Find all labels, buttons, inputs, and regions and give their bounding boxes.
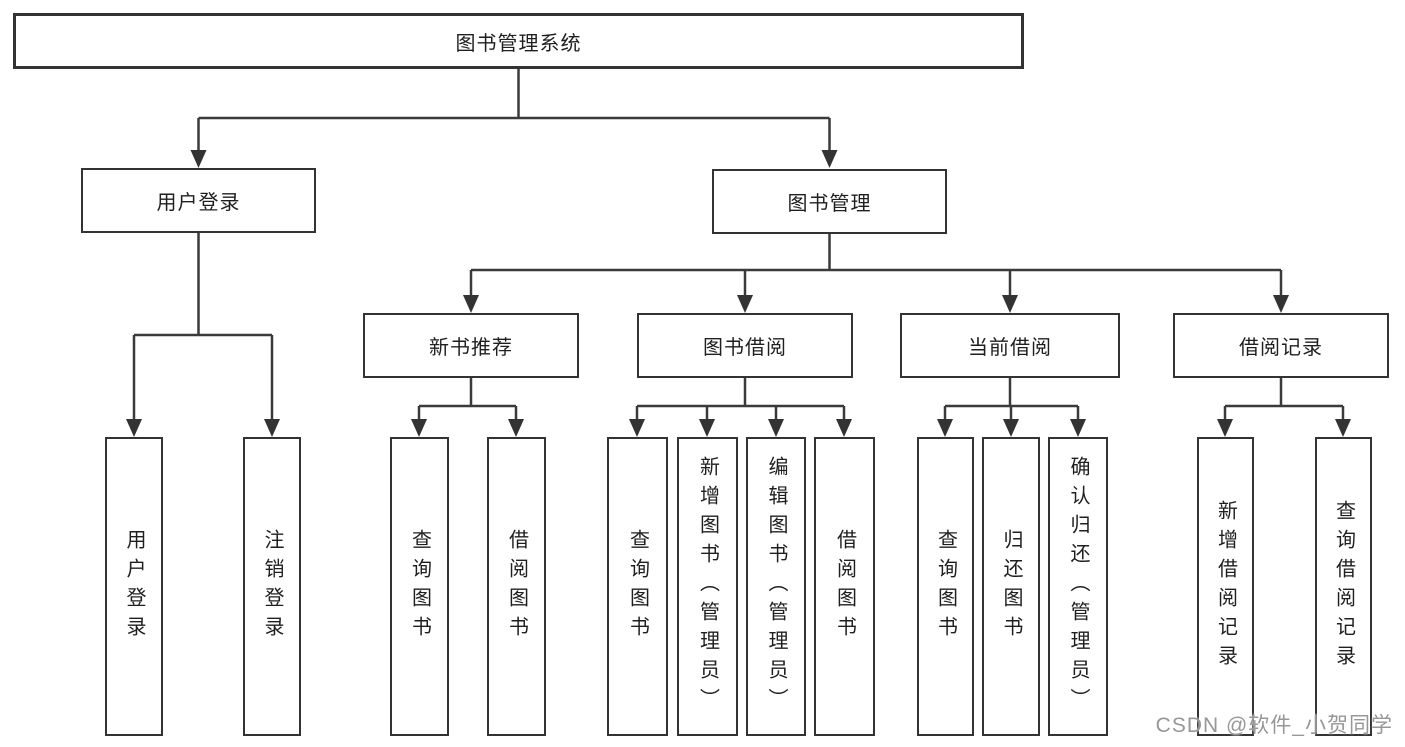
node-borrowing-records: 借阅记录 [1173, 313, 1389, 378]
leaf-label: 归还图书 [1000, 528, 1022, 645]
leaf-label: 借阅图书 [833, 528, 856, 645]
leaf-label: 查询借阅记录 [1332, 499, 1355, 674]
leaf-confirm-return-admin: 确认归还（管理员） [1048, 437, 1108, 736]
leaf-query-borrow-record: 查询借阅记录 [1315, 437, 1372, 736]
leaf-label: 查询图书 [934, 528, 957, 645]
leaf-user-login: 用户登录 [105, 437, 163, 736]
leaf-query-books-borrow: 查询图书 [607, 437, 668, 736]
node-label: 当前借阅 [968, 337, 1052, 359]
leaf-edit-books-admin: 编辑图书（管理员） [746, 437, 806, 736]
node-label: 借阅记录 [1239, 337, 1323, 359]
node-current-borrowing: 当前借阅 [900, 313, 1120, 378]
leaf-label: 新增借阅记录 [1214, 499, 1237, 674]
leaf-query-books-current: 查询图书 [917, 437, 974, 736]
leaf-return-books: 归还图书 [982, 437, 1040, 736]
leaf-label: 确认归还（管理员） [1067, 456, 1089, 717]
node-book-borrowing: 图书借阅 [637, 313, 853, 378]
leaf-borrow-books-recommend: 借阅图书 [487, 437, 546, 736]
node-library-management-system: 图书管理系统 [13, 13, 1024, 69]
leaf-add-borrow-record: 新增借阅记录 [1197, 437, 1254, 736]
leaf-label: 编辑图书（管理员） [765, 456, 787, 717]
leaf-label: 新增图书（管理员） [696, 456, 719, 717]
node-user-login: 用户登录 [81, 168, 316, 233]
node-label: 用户登录 [156, 192, 241, 214]
node-label: 图书管理 [787, 193, 872, 215]
node-label: 图书管理系统 [455, 32, 582, 55]
leaf-label: 借阅图书 [505, 528, 528, 645]
leaf-label: 查询图书 [408, 528, 431, 645]
leaf-label: 注销登录 [261, 528, 283, 645]
node-label: 图书借阅 [703, 337, 787, 359]
leaf-query-books-recommend: 查询图书 [390, 437, 449, 736]
node-book-management: 图书管理 [712, 169, 947, 234]
leaf-add-books-admin: 新增图书（管理员） [677, 437, 738, 736]
leaf-borrow-books: 借阅图书 [814, 437, 875, 736]
leaf-label: 查询图书 [626, 528, 649, 645]
leaf-label: 用户登录 [123, 528, 145, 645]
node-label: 新书推荐 [429, 337, 513, 359]
node-new-book-recommend: 新书推荐 [363, 313, 579, 378]
leaf-logout: 注销登录 [243, 437, 301, 736]
csdn-watermark: CSDN @软件_小贺同学 [1155, 714, 1393, 737]
